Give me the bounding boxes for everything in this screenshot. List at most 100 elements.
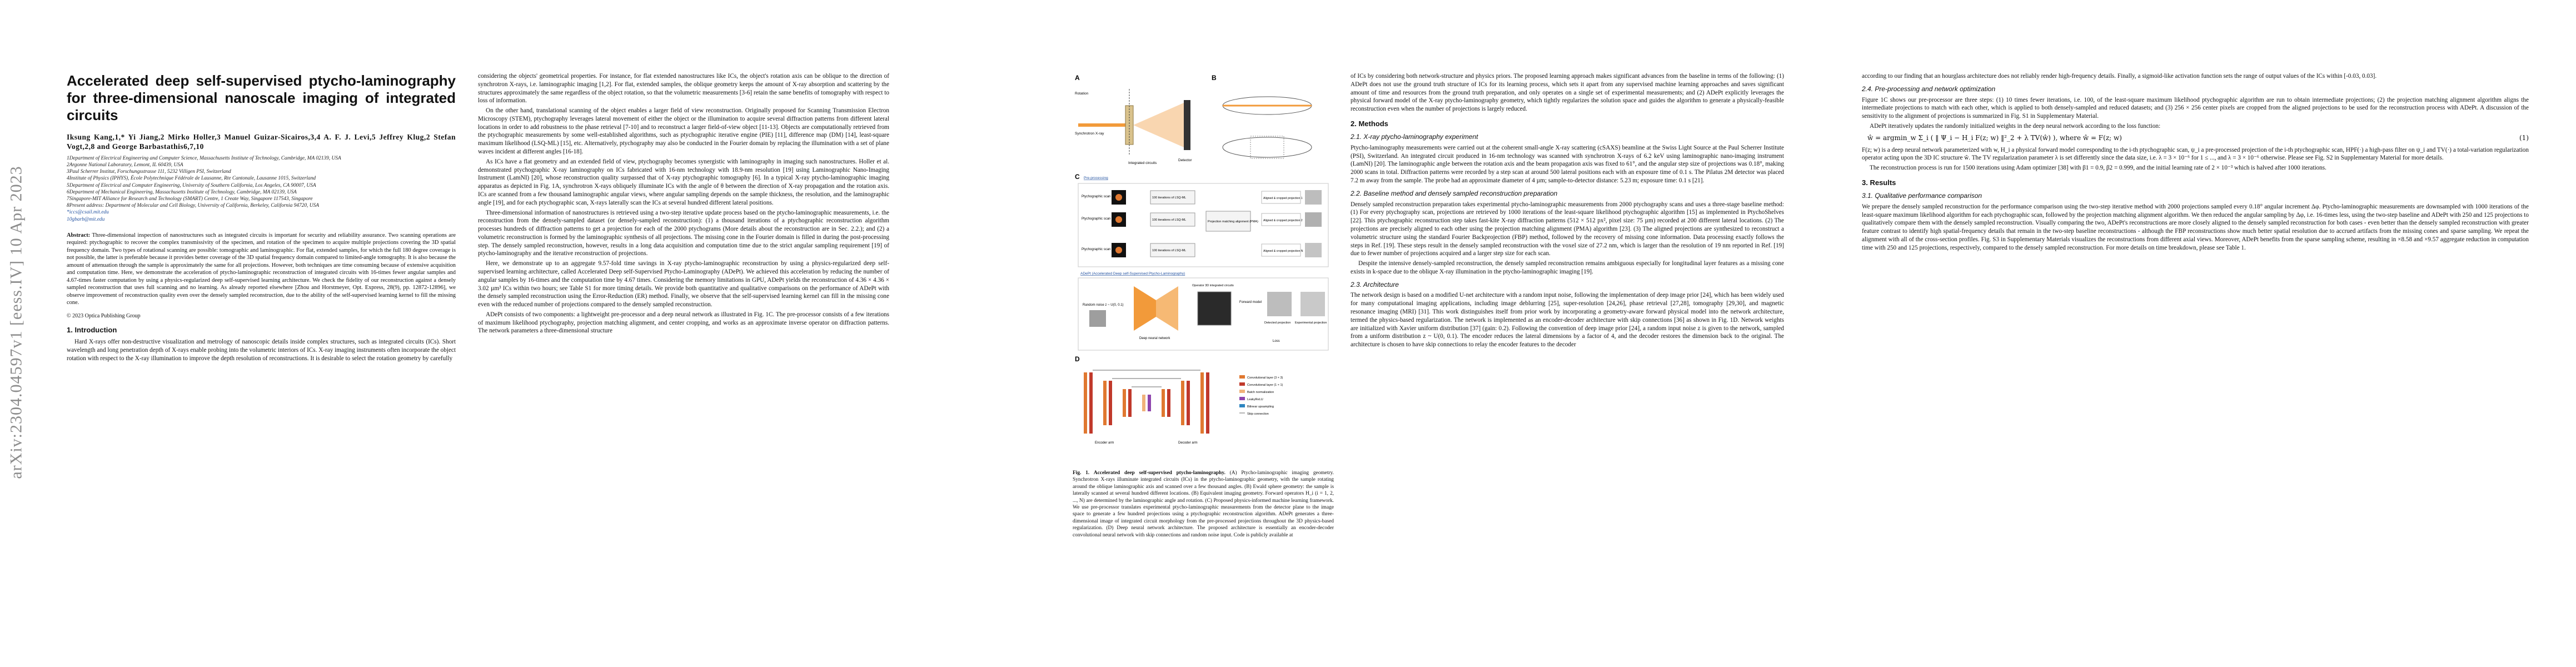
- figure-label: Integrated circuits: [1128, 161, 1157, 165]
- figure-caption: Fig. 1. Accelerated deep self-supervised…: [1073, 470, 1334, 539]
- noise-thumb: [1089, 310, 1106, 327]
- projection-box: [1261, 213, 1301, 226]
- affiliation-list: 1Department of Electrical Engineering an…: [67, 155, 456, 210]
- panel-label: B: [1212, 74, 1217, 82]
- page2-column-right: of ICs by considering both network-struc…: [1351, 72, 1784, 661]
- figure-label: Ptychographic scan 1: [1082, 195, 1114, 198]
- figure-label: Detected projection: [1264, 321, 1291, 325]
- equation-1: ŵ = argmin_w Σ_i ( ‖ Ψ_i − H_i F(z; w) ‖…: [1867, 134, 2529, 143]
- figure-label: Aligned & cropped projection 2: [1263, 219, 1303, 222]
- paragraph: Three-dimensional information of nanostr…: [478, 209, 889, 257]
- figure-label: Random noise z ~ U(0, 0.1): [1083, 303, 1124, 307]
- conv-layer: [1148, 395, 1151, 411]
- subsection-heading: 2.4. Pre-processing and network optimiza…: [1862, 84, 1996, 93]
- projection-thumb: [1305, 190, 1322, 205]
- figure-1: A Rotation Synchrotron X-ray Integrated …: [1073, 0, 1334, 667]
- subsection-heading: 2.1. X-ray ptycho-laminography experimen…: [1351, 133, 1478, 141]
- equation-body: ŵ = argmin_w Σ_i ( ‖ Ψ_i − H_i F(z; w) ‖…: [1867, 133, 2122, 142]
- paragraph: On the other hand, translational scannin…: [478, 107, 889, 156]
- section-heading: 1. Introduction: [67, 326, 117, 335]
- arxiv-stamp: arXiv:2304.04597v1 [eess.IV] 10 Apr 2023: [3, 67, 30, 578]
- figure-label: Ptychographic scan N: [1082, 248, 1114, 251]
- affiliation: 4Institute of Physics (IPHYS), École Pol…: [67, 176, 316, 182]
- legend-label: LeakyReLU: [1247, 398, 1263, 401]
- affiliation: 8Present address: Department of Molecula…: [67, 203, 319, 209]
- legend-swatch: [1239, 404, 1245, 407]
- diffraction-cone: [1133, 103, 1184, 147]
- figure-label: Synchrotron X-ray: [1075, 132, 1104, 136]
- projection-box: [1261, 191, 1301, 204]
- paragraph: Ptycho-laminography measurements were ca…: [1351, 144, 1784, 185]
- detector: [1184, 100, 1190, 150]
- page-2: A Rotation Synchrotron X-ray Integrated …: [1073, 0, 1906, 667]
- conv-layer: [1128, 389, 1132, 417]
- email-link[interactable]: *iccs@csail.mit.edu: [67, 210, 109, 216]
- iter-box: [1150, 212, 1195, 227]
- projection-box: [1261, 243, 1301, 257]
- conv-layer: [1123, 389, 1126, 417]
- paragraph: Here, we demonstrate up to an aggregate …: [478, 260, 889, 308]
- figure-1-graphic: A Rotation Synchrotron X-ray Integrated …: [1075, 74, 1329, 445]
- affiliation: 2Argonne National Laboratory, Lemont, IL…: [67, 162, 183, 168]
- conv-layer: [1206, 372, 1209, 434]
- figure-label: Encoder arm: [1095, 441, 1114, 445]
- figure-label: Projection matching alignment (PMA): [1208, 220, 1258, 223]
- figure-label: Ptychographic scan 2: [1082, 217, 1114, 221]
- paragraph: The network design is based on a modifie…: [1351, 292, 1784, 349]
- caption-label: Fig. 1.: [1073, 470, 1090, 476]
- figure-label: Aligned & cropped projection 1: [1263, 197, 1303, 200]
- page-3: according to our finding that an hourgla…: [1862, 0, 2559, 667]
- figure-label: ADePt (Accelerated Deep self-Supervised …: [1080, 272, 1185, 276]
- subsection-heading: 2.3. Architecture: [1351, 280, 1399, 288]
- abstract: Abstract: Three-dimensional inspection o…: [67, 232, 456, 307]
- diffraction-pattern: [1115, 194, 1122, 201]
- figure-label: 100 iterations of LSQ-ML: [1152, 249, 1186, 252]
- equation-number: (1): [2519, 133, 2529, 142]
- subsection-heading: 3.1. Qualitative performance comparison: [1862, 192, 1982, 200]
- email-link[interactable]: 10gbarb@mit.edu: [67, 216, 105, 222]
- paragraph: The reconstruction process is run for 15…: [1870, 165, 2326, 172]
- page3-column: according to our finding that an hourgla…: [1862, 72, 2529, 661]
- paragraph: Despite the intensive densely-sampled re…: [1351, 260, 1784, 275]
- pma-box: [1205, 211, 1251, 232]
- subsection-heading: 2.2. Baseline method and densely sampled…: [1351, 189, 1558, 197]
- abstract-label: Abstract:: [67, 232, 91, 238]
- caption-title: Accelerated deep self-supervised ptycho-…: [1093, 470, 1225, 476]
- legend-label: Convolutional layer (1 × 1): [1247, 384, 1283, 387]
- conv-layer: [1142, 395, 1145, 411]
- section-heading: 3. Results: [1862, 178, 1896, 187]
- legend-label: Convolutional layer (3 × 3): [1247, 376, 1283, 380]
- paragraph: Hard X-rays offer non-destructive visual…: [67, 339, 456, 362]
- paragraph: of ICs by considering both network-struc…: [1351, 73, 1784, 113]
- affiliation: 5Department of Electrical and Computer E…: [67, 182, 316, 188]
- panel-label: D: [1075, 355, 1080, 363]
- conv-layer: [1084, 372, 1087, 434]
- conv-layer: [1200, 372, 1204, 434]
- paper-title: Accelerated deep self-supervised ptycho-…: [67, 72, 456, 124]
- paragraph: considering the objects' geometrical pro…: [478, 73, 889, 104]
- figure-label: Rotation: [1075, 92, 1089, 96]
- paragraph: ADePt iteratively updates the randomly i…: [1870, 122, 2161, 130]
- arxiv-identifier: arXiv:2304.04597v1 [eess.IV] 10 Apr 2023: [7, 166, 26, 479]
- section-heading: 2. Methods: [1351, 119, 1388, 128]
- diffraction-pattern: [1115, 247, 1122, 253]
- figure-label: Experimental projection: [1295, 321, 1327, 325]
- diffraction-pattern: [1115, 216, 1122, 223]
- affiliation: 1Department of Electrical Engineering an…: [67, 155, 341, 161]
- iter-box: [1150, 243, 1195, 257]
- figure-label: 100 iterations of LSQ-ML: [1152, 218, 1186, 222]
- page-1: Accelerated deep self-supervised ptycho-…: [67, 0, 900, 667]
- panel-label: A: [1075, 74, 1080, 82]
- page1-column-left: Accelerated deep self-supervised ptycho-…: [67, 72, 456, 661]
- legend-swatch: [1239, 397, 1245, 400]
- figure-label: Forward model: [1239, 301, 1262, 304]
- paragraph: F(z; w) is a deep neural network paramet…: [1862, 146, 2529, 162]
- conv-layer: [1167, 389, 1170, 417]
- experimental-thumb: [1301, 292, 1325, 316]
- preprocessing-box: [1078, 183, 1329, 267]
- legend-label: Bilinear upsampling: [1247, 405, 1274, 409]
- conv-layer: [1187, 381, 1190, 425]
- scan-grid: [1250, 136, 1284, 159]
- figure-label: Loss: [1273, 340, 1280, 343]
- figure-label: 100 iterations of LSQ-ML: [1152, 196, 1186, 200]
